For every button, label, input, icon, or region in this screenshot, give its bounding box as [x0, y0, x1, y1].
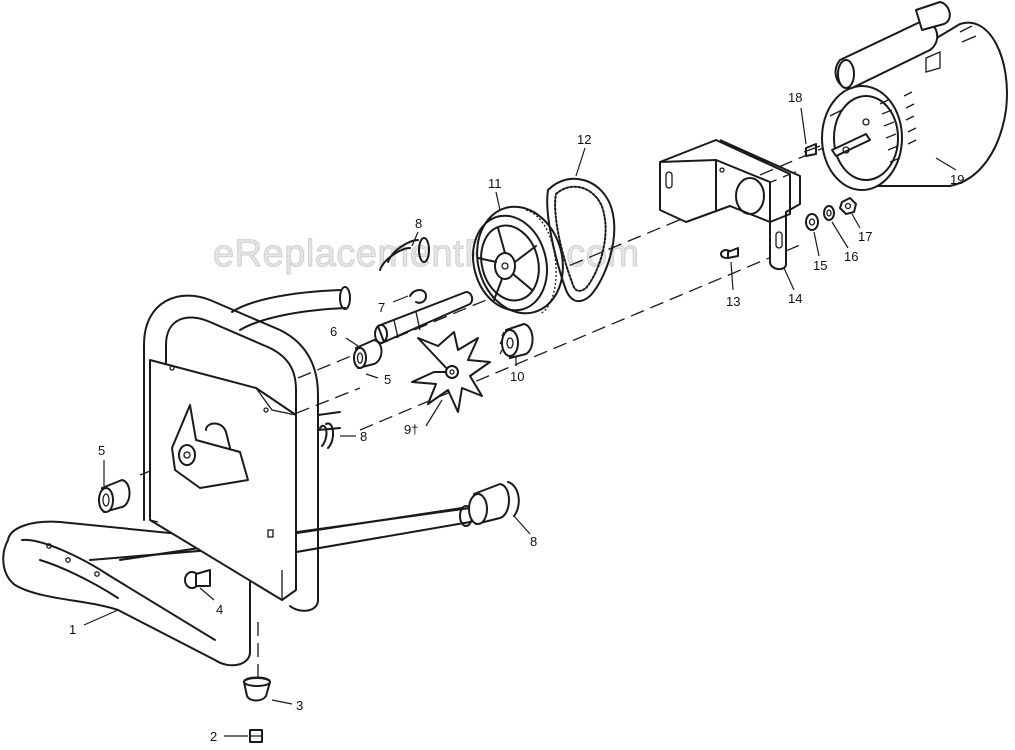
part-8-sleeve-upper: [379, 237, 430, 271]
callout-16: 16: [844, 249, 858, 264]
mounting-plate: [149, 359, 297, 601]
callout-17: 17: [858, 229, 872, 244]
part-5-bushing-upper: [353, 339, 383, 369]
part-14-motor-bracket: [659, 139, 801, 270]
part-15-washer: [805, 213, 819, 231]
callout-6: 6: [330, 324, 337, 339]
callout-14: 14: [788, 291, 802, 306]
callout-10: 10: [510, 369, 524, 384]
part-11-large-pulley: [472, 205, 564, 315]
callout-labels: 1 2 3 4 5 5 6 7 8 8 8 9† 10 11 12 13 14 …: [69, 90, 964, 744]
part-13-screw: [720, 247, 739, 259]
part-2-screw: [224, 729, 263, 743]
callout-1: 1: [69, 622, 76, 637]
callout-7: 7: [378, 300, 385, 315]
callout-15: 15: [813, 258, 827, 273]
part-8-sleeve-middle: [319, 422, 334, 449]
callout-2: 2: [210, 729, 217, 744]
part-10-small-pulley: [499, 323, 534, 359]
callout-5-upper: 5: [384, 372, 391, 387]
callout-9: 9†: [404, 422, 418, 437]
handle-upright: [143, 286, 351, 612]
callout-12: 12: [577, 132, 591, 147]
part-4-bolt: [184, 569, 211, 589]
callout-3: 3: [296, 698, 303, 713]
callout-19: 19: [950, 172, 964, 187]
part-7-shaft: [374, 291, 474, 344]
part-3-foot: [243, 676, 271, 702]
callout-11: 11: [488, 176, 502, 191]
part-8-sleeve-lower: [468, 481, 520, 525]
part-16-lock-washer: [823, 205, 835, 221]
callout-8-lower: 8: [530, 534, 537, 549]
part-9-fan: [411, 331, 491, 413]
part-19-motor: [821, 1, 1008, 191]
part-12-belt: [546, 177, 616, 303]
callout-4: 4: [216, 602, 223, 617]
callout-18: 18: [788, 90, 802, 105]
leader-lines: [83, 107, 957, 705]
callout-8-upper: 8: [415, 216, 422, 231]
part-5-bushing-left: [98, 479, 131, 513]
part-17-nut: [839, 197, 857, 215]
callout-8-middle: 8: [360, 429, 367, 444]
part-18-bolt: [803, 143, 821, 157]
part-7-clip: [409, 289, 427, 304]
callout-13: 13: [726, 294, 740, 309]
callout-5-left: 5: [98, 443, 105, 458]
